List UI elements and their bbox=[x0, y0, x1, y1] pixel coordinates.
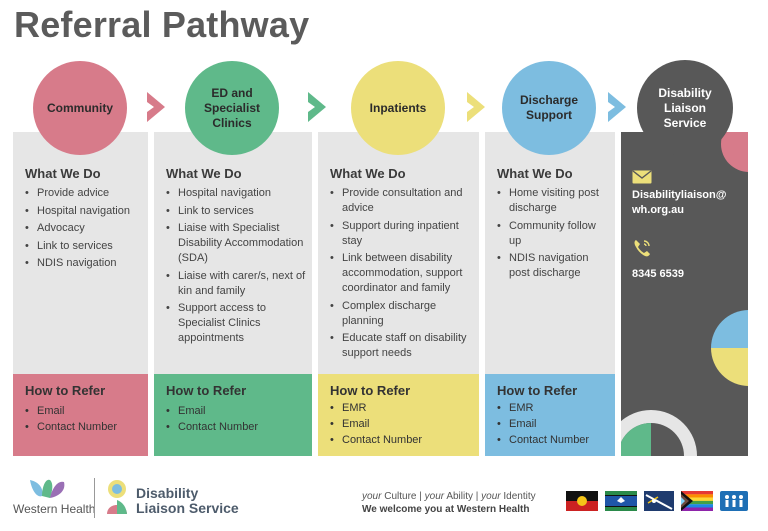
list-item: Liaise with carer/s, next of kin and fam… bbox=[166, 269, 306, 299]
list-item: Email bbox=[25, 404, 117, 419]
list-item: NDIS navigation post discharge bbox=[497, 251, 609, 281]
list-item: EMR bbox=[497, 401, 589, 416]
list-item: Contact Number bbox=[330, 433, 422, 448]
service-email[interactable]: Disabilityliaison@ wh.org.au bbox=[632, 189, 727, 216]
disability-liaison-logo bbox=[107, 480, 127, 514]
how-to-refer-box: How to Refer Email Contact Number bbox=[154, 374, 312, 456]
list-item: Contact Number bbox=[497, 433, 589, 448]
what-we-do-list: Provide consultation and advice Support … bbox=[330, 186, 473, 364]
how-to-refer-box: How to Refer Email Contact Number bbox=[13, 374, 148, 456]
envelope-icon bbox=[632, 170, 652, 184]
page-title: Referral Pathway bbox=[14, 4, 310, 45]
how-to-refer-box: How to Refer EMR Email Contact Number bbox=[485, 374, 615, 456]
stage-heading-ed-specialist: ED and Specialist Clinics bbox=[185, 61, 279, 155]
what-we-do-title: What We Do bbox=[166, 166, 242, 181]
what-we-do-title: What We Do bbox=[497, 166, 573, 181]
list-item: Hospital navigation bbox=[25, 204, 142, 219]
progress-pride-flag-icon bbox=[681, 491, 713, 511]
list-item: Provide advice bbox=[25, 186, 142, 201]
list-item: Link between disability accommodation, s… bbox=[330, 251, 473, 296]
western-health-logo bbox=[30, 479, 65, 498]
how-to-refer-title: How to Refer bbox=[25, 383, 106, 398]
list-item: Email bbox=[330, 417, 422, 432]
tagline-identity: Identity bbox=[503, 491, 536, 502]
chevron-right-icon bbox=[467, 92, 485, 122]
decorative-shapes bbox=[621, 132, 748, 456]
list-item: Email bbox=[497, 417, 589, 432]
how-to-refer-list: Email Contact Number bbox=[25, 404, 117, 436]
list-item: Liaise with Specialist Disability Accomm… bbox=[166, 221, 306, 266]
dls-name: Disability Liaison Service bbox=[136, 486, 239, 516]
phone-icon bbox=[634, 240, 650, 257]
how-to-refer-box: How to Refer EMR Email Contact Number bbox=[318, 374, 479, 456]
list-item: Complex discharge planning bbox=[330, 299, 473, 329]
list-item: Link to services bbox=[166, 204, 306, 219]
dls-line-2: Liaison Service bbox=[136, 500, 239, 516]
how-to-refer-title: How to Refer bbox=[330, 383, 411, 398]
how-to-refer-list: Email Contact Number bbox=[166, 404, 258, 436]
stage-heading-discharge: Discharge Support bbox=[502, 61, 596, 155]
stage-heading-service: Disability Liaison Service bbox=[637, 60, 733, 156]
tagline-ability: Ability bbox=[446, 491, 474, 502]
tagline-your-1: your bbox=[362, 491, 382, 502]
chevron-right-icon bbox=[308, 92, 326, 122]
service-contact-panel: Disabilityliaison@ wh.org.au 8345 6539 bbox=[621, 132, 748, 456]
list-item: Hospital navigation bbox=[166, 186, 306, 201]
stage-heading-community: Community bbox=[33, 61, 127, 155]
list-item: Advocacy bbox=[25, 221, 142, 236]
aboriginal-flag-icon bbox=[566, 491, 598, 511]
what-we-do-list: Provide advice Hospital navigation Advoc… bbox=[25, 186, 142, 274]
list-item: Contact Number bbox=[25, 420, 117, 435]
torres-strait-flag-icon bbox=[605, 491, 637, 511]
divider bbox=[94, 478, 95, 518]
list-item: Support access to Specialist Clinics app… bbox=[166, 301, 306, 346]
how-to-refer-title: How to Refer bbox=[166, 383, 247, 398]
western-health-name: Western Health bbox=[13, 502, 96, 516]
list-item: Provide consultation and advice bbox=[330, 186, 473, 216]
stage-column-discharge: What We Do Home visiting post discharge … bbox=[485, 132, 615, 456]
stage-heading-inpatients: Inpatients bbox=[351, 61, 445, 155]
disability-flag-icon bbox=[644, 491, 674, 511]
how-to-refer-list: EMR Email Contact Number bbox=[330, 401, 422, 449]
list-item: Community follow up bbox=[497, 219, 609, 249]
what-we-do-list: Hospital navigation Link to services Lia… bbox=[166, 186, 306, 349]
tagline-culture: Culture bbox=[384, 491, 417, 502]
what-we-do-title: What We Do bbox=[330, 166, 406, 181]
dls-line-1: Disability bbox=[136, 485, 199, 501]
list-item: Home visiting post discharge bbox=[497, 186, 609, 216]
stage-column-ed-specialist: What We Do Hospital navigation Link to s… bbox=[154, 132, 312, 456]
tagline-your-3: your bbox=[481, 491, 501, 502]
list-item: EMR bbox=[330, 401, 422, 416]
tagline: your Culture | your Ability | your Ident… bbox=[362, 491, 536, 502]
community-icon bbox=[720, 491, 748, 511]
list-item: Support during inpatient stay bbox=[330, 219, 473, 249]
what-we-do-title: What We Do bbox=[25, 166, 101, 181]
list-item: Email bbox=[166, 404, 258, 419]
what-we-do-list: Home visiting post discharge Community f… bbox=[497, 186, 609, 284]
list-item: Educate staff on disability support need… bbox=[330, 331, 473, 361]
stage-column-community: What We Do Provide advice Hospital navig… bbox=[13, 132, 148, 456]
service-phone[interactable]: 8345 6539 bbox=[632, 268, 684, 280]
chevron-right-icon bbox=[147, 92, 165, 122]
stage-column-inpatients: What We Do Provide consultation and advi… bbox=[318, 132, 479, 456]
welcome-message: We welcome you at Western Health bbox=[362, 504, 530, 515]
tagline-your-2: your bbox=[424, 491, 445, 502]
list-item: Link to services bbox=[25, 239, 142, 254]
how-to-refer-list: EMR Email Contact Number bbox=[497, 401, 589, 449]
list-item: Contact Number bbox=[166, 420, 258, 435]
list-item: NDIS navigation bbox=[25, 256, 142, 271]
how-to-refer-title: How to Refer bbox=[497, 383, 578, 398]
chevron-right-icon bbox=[608, 92, 626, 122]
